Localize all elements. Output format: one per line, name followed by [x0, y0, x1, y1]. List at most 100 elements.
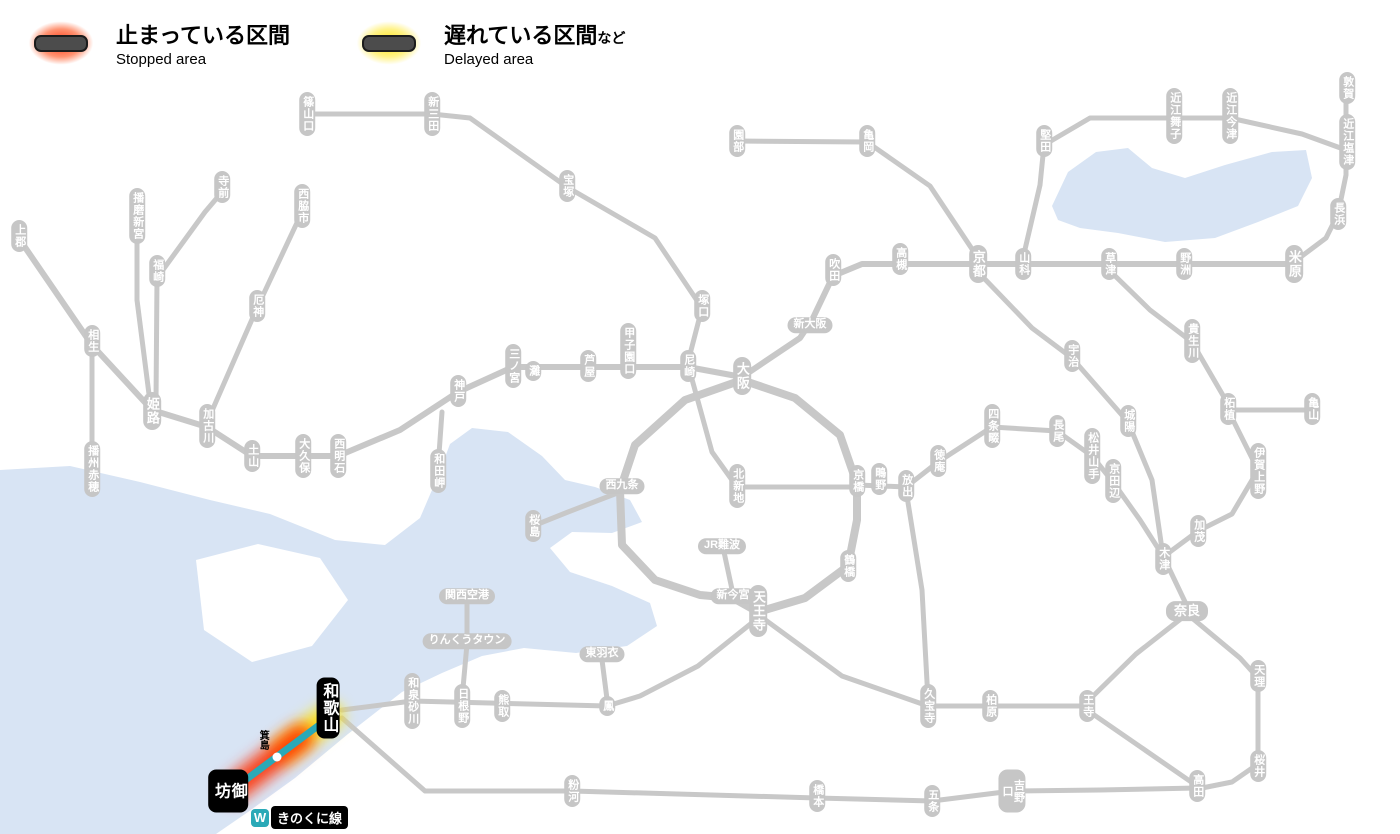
rail-yumesaki-line — [530, 489, 623, 529]
station-御坊: 御坊 — [208, 769, 248, 813]
station-JR難波: JR難波 — [697, 538, 747, 554]
station-大阪: 大阪 — [733, 357, 751, 395]
rail-yamatoji-nara — [1084, 611, 1190, 705]
legend-delayed-sub: Delayed area — [444, 51, 534, 68]
rail-kishin-line — [134, 219, 153, 405]
stopped-glow-swatch — [18, 14, 104, 72]
station-東羽衣: 東羽衣 — [579, 646, 625, 662]
station-鶴橋: 鶴橋 — [840, 550, 856, 582]
station-三ノ宮: 三ノ宮 — [505, 344, 521, 388]
station-西九条: 西九条 — [599, 478, 645, 494]
station-堅田: 堅田 — [1036, 125, 1052, 157]
station-新大阪: 新大阪 — [787, 317, 833, 333]
legend-delayed-text: 遅れている区間など Delayed area — [444, 14, 625, 68]
station-甲子園口: 甲子園口 — [620, 323, 636, 379]
station-米原: 米原 — [1285, 245, 1303, 283]
island-awaji — [196, 544, 348, 662]
station-神戸: 神戸 — [450, 375, 466, 407]
station-新今宮: 新今宮 — [710, 588, 756, 604]
station-姫路: 姫路 — [143, 392, 161, 430]
rail-manyo-line — [1189, 615, 1261, 791]
legend-stopped-label: 止まっている区間 — [116, 23, 291, 48]
station-吉野口: 吉野口 — [998, 769, 1026, 813]
station-松井山手: 松井山手 — [1084, 428, 1100, 484]
minoshima-station-dot — [272, 752, 282, 762]
rail-osaka-loop-line — [616, 376, 861, 616]
station-橋本: 橋本 — [809, 780, 825, 812]
delayed-bar-icon — [362, 34, 417, 52]
station-高田: 高田 — [1189, 770, 1205, 802]
station-粉河: 粉河 — [564, 775, 580, 807]
stopped-bar-icon — [34, 34, 88, 52]
rail-sanyo-kobe-line — [17, 237, 745, 459]
rail-bantan-line — [153, 189, 225, 405]
station-桜井: 桜井 — [1250, 750, 1266, 782]
station-柏原: 柏原 — [982, 690, 998, 722]
rail-kansai-line-east — [1160, 407, 1315, 560]
station-熊取: 熊取 — [494, 690, 510, 722]
station-加古川: 加古川 — [199, 404, 215, 448]
legend-stopped-sub: Stopped area — [116, 51, 207, 68]
station-天理: 天理 — [1250, 660, 1266, 692]
rail-hanwa-line — [339, 615, 761, 713]
station-りんくうタウン: りんくうタウン — [422, 633, 512, 649]
station-京田辺: 京田辺 — [1105, 459, 1121, 503]
jr-west-w-icon: W — [251, 808, 269, 827]
kinokuni-line-badge: W きのくに線 — [251, 806, 349, 829]
station-大久保: 大久保 — [295, 434, 311, 478]
rail-namba-branch — [721, 549, 736, 597]
station-京都: 京都 — [969, 245, 987, 283]
rail-wakayama-line — [339, 715, 1200, 804]
station-宝塚: 宝塚 — [559, 170, 575, 202]
station-長尾: 長尾 — [1049, 415, 1065, 447]
station-長浜: 長浜 — [1330, 198, 1346, 230]
station-吹田: 吹田 — [825, 254, 841, 286]
station-新三田: 新三田 — [424, 92, 440, 136]
station-奈良: 奈良 — [1165, 601, 1209, 621]
rail-kosei-line — [1020, 115, 1349, 261]
station-和泉砂川: 和泉砂川 — [404, 673, 420, 729]
station-四条畷: 四条畷 — [984, 404, 1000, 448]
station-箕島: 箕島 — [257, 730, 269, 750]
station-園部: 園部 — [729, 125, 745, 157]
rail-fukuchiyama-line — [304, 111, 705, 365]
station-加茂: 加茂 — [1190, 515, 1206, 547]
station-城陽: 城陽 — [1120, 405, 1136, 437]
station-亀岡: 亀岡 — [859, 125, 875, 157]
legend-delayed: 遅れている区間など Delayed area — [346, 14, 625, 72]
station-放出: 放出 — [898, 470, 914, 502]
legend-stopped-text: 止まっている区間 Stopped area — [116, 14, 290, 68]
station-関西空港: 関西空港 — [439, 588, 495, 604]
station-寺前: 寺前 — [214, 171, 230, 203]
station-柘植: 柘植 — [1220, 393, 1236, 425]
rail-tozai-line — [687, 369, 861, 490]
station-厄神: 厄神 — [249, 290, 265, 322]
station-近江舞子: 近江舞子 — [1166, 88, 1182, 144]
station-山科: 山科 — [1015, 248, 1031, 280]
station-野洲: 野洲 — [1176, 248, 1192, 280]
kinokuni-line-name: きのくに線 — [271, 806, 349, 829]
station-草津: 草津 — [1101, 248, 1117, 280]
station-尼崎: 尼崎 — [680, 350, 696, 382]
station-宇治: 宇治 — [1064, 340, 1080, 372]
station-塚口: 塚口 — [694, 290, 710, 322]
station-灘: 灘 — [525, 361, 541, 381]
station-徳庵: 徳庵 — [930, 445, 946, 477]
station-貴生川: 貴生川 — [1184, 319, 1200, 363]
station-高槻: 高槻 — [892, 243, 908, 275]
station-王寺: 王寺 — [1079, 690, 1095, 722]
station-伊賀上野: 伊賀上野 — [1250, 443, 1266, 499]
rail-hagoromo-branch — [599, 657, 610, 702]
station-和田岬: 和田岬 — [430, 449, 446, 493]
station-上郡: 上郡 — [11, 220, 27, 252]
rail-kusatsu-line — [1106, 267, 1231, 407]
legend-delayed-label: 遅れている区間など — [444, 18, 625, 50]
station-久宝寺: 久宝寺 — [920, 684, 936, 728]
legend-delayed-suffix: など — [597, 30, 626, 46]
legend-stopped: 止まっている区間 Stopped area — [18, 14, 290, 72]
water-osaka-bay — [0, 428, 657, 834]
delayed-glow-swatch — [346, 14, 433, 72]
rail-nara-line — [975, 269, 1166, 559]
station-篠山口: 篠山口 — [299, 92, 315, 136]
